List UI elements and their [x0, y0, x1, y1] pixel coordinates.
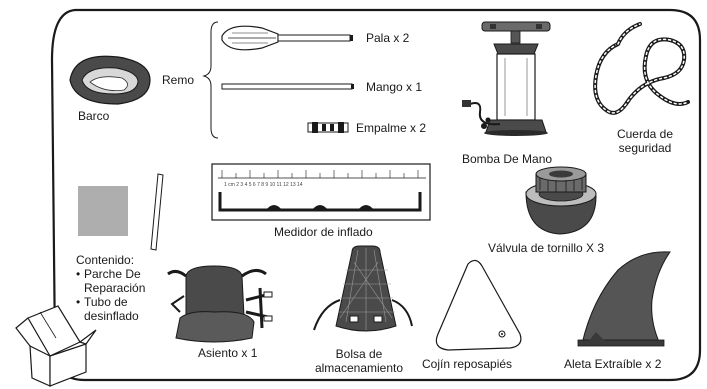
foot-cushion-icon	[435, 259, 522, 351]
repair-patch-icon	[78, 186, 128, 236]
paddle-blade-icon	[221, 25, 353, 51]
label-bolsa: Bolsa de almacenamiento	[304, 347, 414, 375]
label-contenido: Contenido:	[76, 253, 135, 267]
label-cuerda: Cuerda de seguridad	[600, 127, 690, 155]
label-tubo-line1: Tubo de	[84, 295, 128, 309]
deflation-tube-icon	[150, 173, 164, 251]
contents-list: Parche De Reparación Tubo de desinflado	[76, 267, 145, 323]
open-box-icon	[15, 305, 97, 387]
list-item-parche: Parche De Reparación	[76, 267, 145, 295]
boat-icon	[69, 55, 151, 105]
label-pala: Pala x 2	[366, 31, 410, 45]
paddle-connector-icon	[307, 122, 349, 133]
label-mango: Mango x 1	[366, 80, 423, 94]
screw-valve-icon	[525, 166, 597, 235]
remo-bracket	[202, 21, 219, 139]
label-valvula: Válvula de tornillo X 3	[488, 241, 605, 255]
label-barco: Barco	[78, 109, 110, 123]
gauge-scale-text: 1 cm 2 3 4 5 6 7 8 9 10 11 12 13 14	[224, 182, 303, 188]
frame-border	[50, 8, 702, 382]
label-parche-line2: Reparación	[84, 281, 146, 295]
label-cuerda-line1: Cuerda de	[616, 127, 674, 141]
label-bolsa-line2: almacenamiento	[314, 361, 404, 375]
label-bolsa-line1: Bolsa de	[335, 347, 383, 361]
fin-icon	[577, 251, 671, 347]
hand-pump-icon	[462, 21, 551, 136]
label-empalme: Empalme x 2	[356, 121, 427, 135]
paddle-shaft-icon	[221, 83, 354, 90]
paddle-group	[202, 21, 354, 139]
label-aleta: Aleta Extraíble x 2	[564, 357, 662, 371]
label-cuerda-line2: seguridad	[618, 141, 672, 155]
label-parche-line1: Parche De	[84, 267, 141, 281]
seat-icon	[167, 265, 273, 343]
label-cojin: Cojín reposapiés	[422, 357, 513, 371]
rope-icon	[593, 22, 690, 115]
label-tubo-line2: desinflado	[84, 309, 139, 323]
list-item-tubo: Tubo de desinflado	[76, 295, 145, 323]
label-remo: Remo	[162, 73, 195, 87]
label-asiento: Asiento x 1	[198, 346, 258, 360]
label-bomba: Bomba De Mano	[462, 152, 553, 166]
label-medidor: Medidor de inflado	[274, 225, 373, 239]
contents-list-block: Contenido: Parche De Reparación Tubo de …	[76, 253, 145, 323]
inflation-gauge-icon: 1 cm 2 3 4 5 6 7 8 9 10 11 12 13 14	[211, 163, 431, 221]
storage-bag-icon	[313, 245, 413, 332]
